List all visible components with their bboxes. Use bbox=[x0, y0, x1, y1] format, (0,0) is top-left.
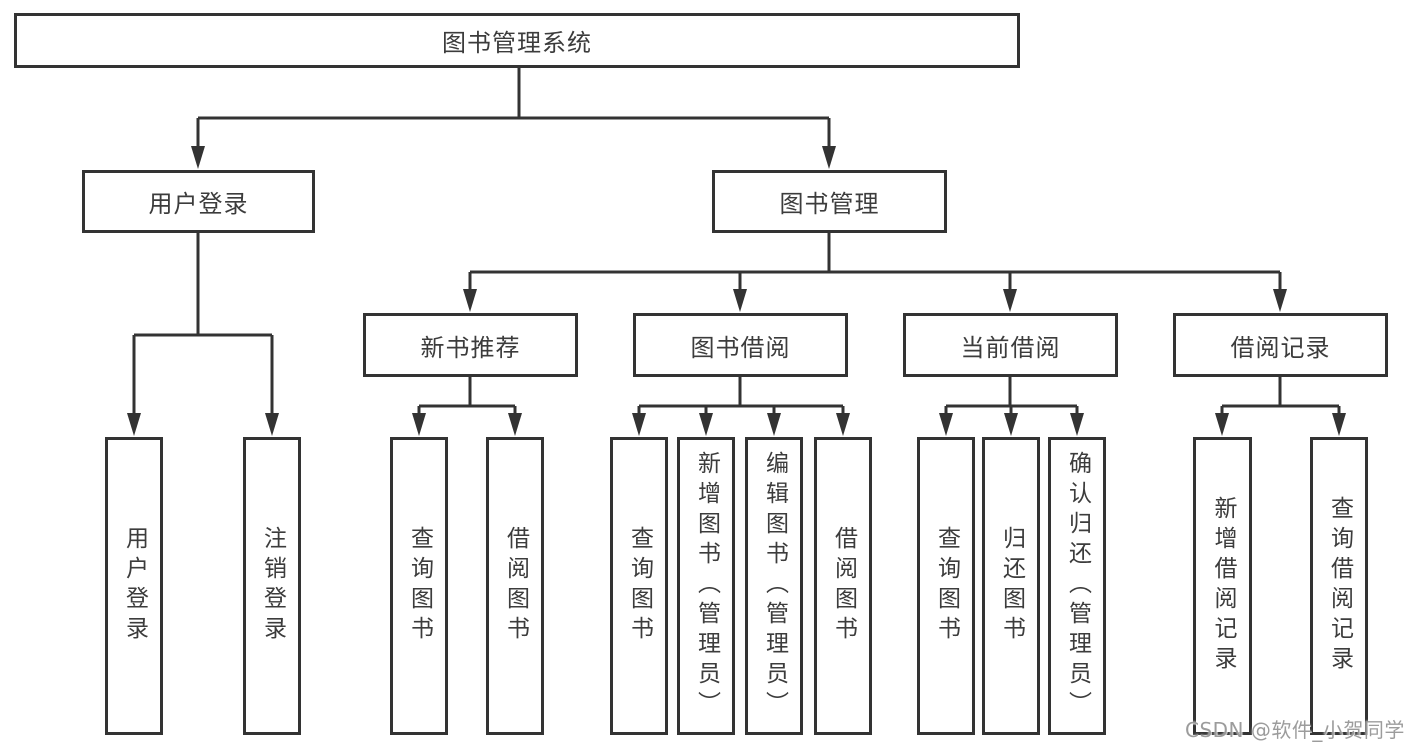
leaf-label: 借阅图书 bbox=[502, 526, 529, 646]
leaf-user-login: 用户登录 bbox=[105, 437, 163, 735]
leaf-label: 新增图书（管理员） bbox=[693, 451, 720, 721]
leaf-return-books: 归还图书 bbox=[982, 437, 1040, 735]
leaf-label: 借阅图书 bbox=[830, 526, 857, 646]
node-label: 图书管理系统 bbox=[442, 29, 592, 57]
leaf-edit-books-admin: 编辑图书（管理员） bbox=[745, 437, 803, 735]
leaf-query-books-borrowing: 查询图书 bbox=[610, 437, 668, 735]
leaf-label: 用户登录 bbox=[121, 526, 148, 646]
leaf-label: 查询借阅记录 bbox=[1326, 496, 1353, 676]
leaf-add-books-admin: 新增图书（管理员） bbox=[677, 437, 735, 735]
node-current-borrowing: 当前借阅 bbox=[903, 313, 1118, 377]
node-label: 用户登录 bbox=[148, 190, 249, 218]
leaf-label: 编辑图书（管理员） bbox=[761, 451, 788, 721]
node-user-login: 用户登录 bbox=[82, 170, 315, 233]
leaf-label: 新增借阅记录 bbox=[1210, 496, 1236, 676]
csdn-watermark: CSDN @软件_小贺同学 bbox=[1185, 718, 1405, 742]
leaf-borrow-books-recommend: 借阅图书 bbox=[486, 437, 544, 735]
leaf-label: 注销登录 bbox=[259, 526, 286, 646]
leaf-query-books-recommend: 查询图书 bbox=[390, 437, 448, 735]
node-book-management: 图书管理 bbox=[712, 170, 947, 233]
leaf-confirm-return-admin: 确认归还（管理员） bbox=[1048, 437, 1106, 735]
leaf-logout: 注销登录 bbox=[243, 437, 301, 735]
node-new-book-recommendation: 新书推荐 bbox=[363, 313, 578, 377]
node-label: 新书推荐 bbox=[420, 333, 521, 362]
node-book-borrowing: 图书借阅 bbox=[633, 313, 848, 377]
leaf-label: 查询图书 bbox=[933, 526, 960, 646]
node-label: 借阅记录 bbox=[1230, 333, 1331, 362]
leaf-add-borrow-record: 新增借阅记录 bbox=[1193, 437, 1252, 735]
leaf-label: 确认归还（管理员） bbox=[1064, 451, 1091, 721]
leaf-label: 归还图书 bbox=[998, 526, 1025, 646]
node-label: 当前借阅 bbox=[960, 333, 1061, 362]
leaf-query-borrow-record: 查询借阅记录 bbox=[1310, 437, 1368, 735]
node-library-management-system: 图书管理系统 bbox=[14, 13, 1020, 68]
node-label: 图书借阅 bbox=[690, 333, 791, 362]
leaf-label: 查询图书 bbox=[626, 526, 653, 646]
node-borrowing-records: 借阅记录 bbox=[1173, 313, 1388, 377]
leaf-query-books-current: 查询图书 bbox=[917, 437, 975, 735]
leaf-borrow-books: 借阅图书 bbox=[814, 437, 872, 735]
node-label: 图书管理 bbox=[779, 190, 880, 218]
leaf-label: 查询图书 bbox=[406, 526, 433, 646]
arrowheads bbox=[127, 146, 1346, 436]
